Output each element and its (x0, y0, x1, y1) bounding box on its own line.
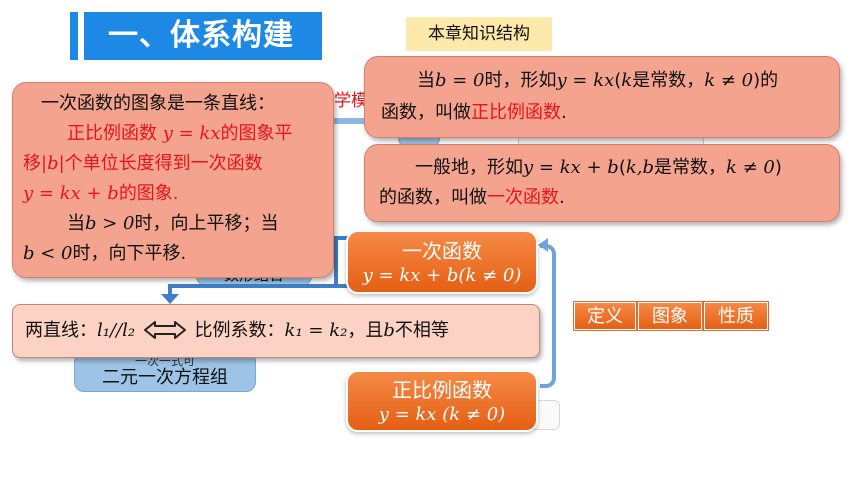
graph-line6: b < 0时，向下平移. (23, 239, 325, 269)
parallel-math-b: b (383, 320, 395, 341)
graph-callout: 一次函数的图象是一条直线： 正比例函数 y = kx的图象平 移|b|个单位长度… (12, 82, 334, 278)
prop-def-f: 函数，叫做 (381, 102, 471, 123)
linear-function-node[interactable]: 一次函数 y = kx + b(k ≠ 0) (346, 230, 538, 294)
arrow-down-icon (161, 294, 179, 304)
tag-graph[interactable]: 图象 (638, 302, 702, 330)
lin-def-e: 的函数，叫做 (379, 187, 487, 208)
lin-def-d: ) (774, 157, 782, 178)
graph-line2-math: y = kx (162, 123, 221, 144)
prop-def-c: ( (614, 70, 622, 91)
prop-def-line1: 当b = 0时，形如y = kx(k是常数，k ≠ 0)的 (381, 65, 829, 97)
graph-line5-a: 当 (67, 213, 85, 234)
graph-line3-math: |b| (41, 153, 65, 174)
connector-down (168, 284, 172, 302)
lin-def-m1: y = kx + b (523, 157, 619, 178)
graph-line2-a: 正比例函数 (67, 123, 163, 144)
graph-line3-a: 移 (23, 153, 41, 174)
lin-def-f: . (559, 187, 565, 208)
graph-line5-math: b > 0 (85, 213, 135, 234)
proportional-function-formula: y = kx (k ≠ 0) (378, 404, 506, 425)
parallel-text-a: 两直线： (25, 320, 97, 341)
lin-def-c: 是常数， (654, 157, 726, 178)
parallel-math-k: k₁ = k₂ (284, 320, 348, 341)
prop-def-m4: k ≠ 0 (704, 70, 754, 91)
parallel-math-l: l₁//l₂ (97, 320, 136, 341)
equation-group-partial: 一次一式可 (134, 354, 195, 368)
graph-line3-b: 个单位长度得到一次函数 (64, 153, 263, 174)
connector-horizontal (168, 284, 348, 288)
graph-line5: 当b > 0时，向上平移；当 (23, 209, 325, 239)
graph-line2: 正比例函数 y = kx的图象平 (23, 119, 325, 149)
arrow-left-icon (538, 238, 548, 252)
graph-line4-math: y = kx + b (23, 183, 119, 204)
lin-def-line1: 一般地，形如y = kx + b(k,b是常数，k ≠ 0) (379, 153, 829, 183)
graph-line4: y = kx + b的图象. (23, 179, 325, 209)
partial-label: 学模 (334, 91, 368, 111)
connector-vertical (334, 236, 338, 288)
lin-def-b: ( (618, 157, 626, 178)
proportional-function-name: 正比例函数 (392, 378, 492, 402)
lin-def-a: 一般地，形如 (415, 157, 523, 178)
graph-line6-math: b < 0 (23, 243, 73, 264)
prop-def-m1: b = 0 (435, 70, 485, 91)
lin-def-m3: k ≠ 0 (726, 157, 775, 178)
prop-def-highlight: 正比例函数 (471, 102, 561, 123)
graph-line4-text: 的图象. (118, 183, 179, 204)
prop-def-e: )的 (753, 70, 779, 91)
graph-line3: 移|b|个单位长度得到一次函数 (23, 149, 325, 179)
connector-to-linear (334, 236, 348, 240)
tag-properties[interactable]: 性质 (704, 302, 768, 330)
linear-function-name: 一次函数 (402, 239, 482, 263)
parallel-text-c: ，且 (347, 320, 384, 341)
proportional-definition-callout: 当b = 0时，形如y = kx(k是常数，k ≠ 0)的 函数，叫做正比例函数… (364, 56, 840, 138)
proportional-function-node[interactable]: 正比例函数 y = kx (k ≠ 0) (346, 370, 538, 432)
double-arrow-icon (143, 321, 186, 339)
prop-def-m3: k (621, 70, 633, 91)
prop-def-g: . (561, 102, 567, 123)
linear-function-formula: y = kx + b(k ≠ 0) (362, 265, 522, 286)
section-title: 一、体系构建 (84, 12, 322, 60)
prop-def-m2: y = kx (556, 70, 615, 91)
prop-def-line2: 函数，叫做正比例函数. (381, 97, 829, 129)
graph-line1: 一次函数的图象是一条直线： (41, 93, 275, 114)
connector-top (334, 118, 370, 124)
prop-def-d: 是常数， (632, 70, 705, 91)
chapter-structure-label: 本章知识结构 (406, 17, 552, 51)
title-accent-bar (70, 12, 78, 60)
parallel-text-b: 比例系数： (188, 320, 285, 341)
tag-definition[interactable]: 定义 (574, 302, 636, 330)
equation-group-box[interactable]: 一次一式可 二元一次方程组 (74, 352, 256, 392)
lin-def-line2: 的函数，叫做一次函数. (379, 183, 829, 213)
parallel-text-d: 不相等 (394, 320, 449, 341)
graph-line6-b: 时，向下平移. (72, 243, 187, 264)
lin-def-highlight: 一次函数 (487, 187, 559, 208)
graph-line2-b: 的图象平 (220, 123, 293, 144)
equation-group-label: 二元一次方程组 (102, 367, 228, 388)
linear-definition-callout: 一般地，形如y = kx + b(k,b是常数，k ≠ 0) 的函数，叫做一次函… (364, 144, 840, 222)
bracket-connector (540, 244, 556, 388)
lin-def-m2: k,b (625, 157, 654, 178)
prop-def-a: 当 (417, 70, 435, 91)
parallel-lines-callout: 两直线：l₁//l₂ 比例系数：k₁ = k₂，且b不相等 (12, 304, 540, 358)
prop-def-b: 时，形如 (484, 70, 557, 91)
graph-line5-b: 时，向上平移；当 (134, 213, 279, 234)
